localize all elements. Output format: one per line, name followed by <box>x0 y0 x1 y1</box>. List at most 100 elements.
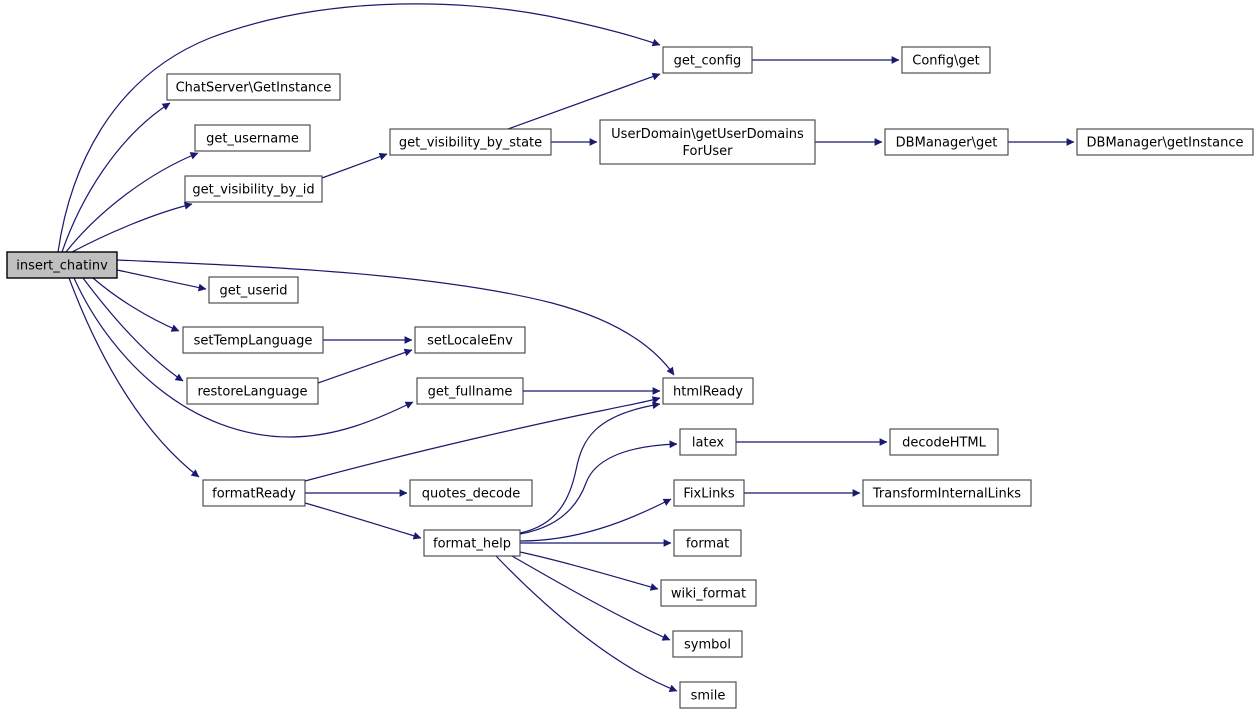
edge-insert_chatinv-to-htmlready <box>116 259 675 376</box>
node-box-formatready <box>202 479 306 507</box>
node-decodehtml[interactable]: decodeHTML <box>889 428 999 456</box>
node-config_get[interactable]: Config\get <box>901 46 991 74</box>
edge-get_visibility_by_id-to-get_visibility_by_state <box>321 152 388 179</box>
edge-format_help-to-symbol <box>511 555 671 641</box>
node-box-dbmanager_get <box>884 128 1009 156</box>
node-box-latex <box>679 428 737 456</box>
edge-insert_chatinv-to-get_fullname <box>73 277 414 438</box>
node-dbmanager_getinstance[interactable]: DBManager\getInstance <box>1076 128 1254 156</box>
node-label-format_help: format_help <box>433 537 511 552</box>
edge-format_help-to-latex <box>519 440 678 535</box>
node-settemplanguage[interactable]: setTempLanguage <box>182 326 324 354</box>
node-format[interactable]: format <box>673 529 742 557</box>
node-box-format_help <box>423 529 521 557</box>
node-dbmanager_get[interactable]: DBManager\get <box>884 128 1009 156</box>
edge-insert_chatinv-to-get_username <box>65 152 199 253</box>
node-label-restorelanguage: restoreLanguage <box>197 385 307 400</box>
node-label-formatready: formatReady <box>212 487 296 502</box>
node-label-chatserver_getinstance: ChatServer\GetInstance <box>176 81 332 96</box>
node-insert_chatinv[interactable]: insert_chatinv <box>6 251 118 279</box>
node-format_help[interactable]: format_help <box>423 529 521 557</box>
node-label-format: format <box>686 537 729 552</box>
node-label-quotes_decode: quotes_decode <box>422 487 520 502</box>
node-label-decodehtml: decodeHTML <box>902 436 987 451</box>
node-box-insert_chatinv <box>6 251 118 279</box>
node-box-get_username <box>194 124 311 152</box>
node-box-symbol <box>672 630 743 658</box>
node-box-restorelanguage <box>186 377 319 405</box>
node-label-dbmanager_getinstance: DBManager\getInstance <box>1087 136 1244 151</box>
node-label-get_config: get_config <box>674 54 742 69</box>
node-chatserver_getinstance[interactable]: ChatServer\GetInstance <box>166 73 341 101</box>
edge-formatready-to-format_help <box>304 502 422 540</box>
node-label-get_visibility_by_state: get_visibility_by_state <box>399 136 542 151</box>
node-label-config_get: Config\get <box>912 54 979 69</box>
node-box-decodehtml <box>889 428 999 456</box>
edge-get_visibility_by_state-to-get_config <box>507 72 661 130</box>
edge-format_help-to-fixlinks <box>519 498 672 542</box>
edge-format_help-to-smile <box>495 555 678 692</box>
node-box-fixlinks <box>673 479 745 507</box>
node-label-transforminternallinks: TransformInternalLinks <box>872 487 1021 502</box>
node-box-format <box>673 529 742 557</box>
node-formatready[interactable]: formatReady <box>202 479 306 507</box>
node-fixlinks[interactable]: FixLinks <box>673 479 745 507</box>
node-label-userdomain_getuserdomainsforuser-line0: UserDomain\getUserDomains <box>611 127 804 142</box>
node-get_visibility_by_id[interactable]: get_visibility_by_id <box>184 175 323 203</box>
node-quotes_decode[interactable]: quotes_decode <box>409 479 533 507</box>
edge-insert_chatinv-to-chatserver_getinstance <box>61 102 171 253</box>
node-latex[interactable]: latex <box>679 428 737 456</box>
edge-insert_chatinv-to-formatready <box>68 277 200 478</box>
node-get_username[interactable]: get_username <box>194 124 311 152</box>
edge-insert_chatinv-to-restorelanguage <box>82 277 184 382</box>
node-box-get_visibility_by_state <box>389 128 552 156</box>
node-box-wiki_format <box>660 579 757 607</box>
node-box-get_fullname <box>416 377 524 405</box>
node-label-dbmanager_get: DBManager\get <box>896 136 998 151</box>
node-wiki_format[interactable]: wiki_format <box>660 579 757 607</box>
node-label-get_userid: get_userid <box>219 284 287 299</box>
node-label-get_visibility_by_id: get_visibility_by_id <box>192 183 314 198</box>
edge-restorelanguage-to-setlocaleenv <box>317 348 413 384</box>
edge-insert_chatinv-to-get_config <box>57 3 661 253</box>
node-get_config[interactable]: get_config <box>662 46 753 74</box>
node-htmlready[interactable]: htmlReady <box>662 377 754 405</box>
node-label-latex: latex <box>692 436 724 451</box>
node-label-fixlinks: FixLinks <box>683 487 734 502</box>
node-symbol[interactable]: symbol <box>672 630 743 658</box>
node-smile[interactable]: smile <box>679 681 737 709</box>
node-label-insert_chatinv: insert_chatinv <box>16 259 108 274</box>
edge-insert_chatinv-to-get_visibility_by_id <box>71 202 193 253</box>
edge-insert_chatinv-to-settemplanguage <box>92 277 180 332</box>
edge-insert_chatinv-to-get_userid <box>116 269 207 292</box>
node-box-userdomain_getuserdomainsforuser <box>599 119 816 165</box>
node-box-quotes_decode <box>409 479 533 507</box>
node-box-config_get <box>901 46 991 74</box>
node-setlocaleenv[interactable]: setLocaleEnv <box>414 326 526 354</box>
node-box-setlocaleenv <box>414 326 526 354</box>
node-label-symbol: symbol <box>684 638 731 653</box>
edge-formatready-to-htmlready <box>304 396 661 482</box>
node-get_fullname[interactable]: get_fullname <box>416 377 524 405</box>
node-box-settemplanguage <box>182 326 324 354</box>
node-label-setlocaleenv: setLocaleEnv <box>427 334 513 349</box>
node-transforminternallinks[interactable]: TransformInternalLinks <box>862 479 1032 507</box>
node-label-userdomain_getuserdomainsforuser-line1: ForUser <box>683 144 734 159</box>
node-box-smile <box>679 681 737 709</box>
node-restorelanguage[interactable]: restoreLanguage <box>186 377 319 405</box>
edge-format_help-to-htmlready <box>519 401 661 534</box>
node-label-settemplanguage: setTempLanguage <box>194 334 313 349</box>
node-label-get_fullname: get_fullname <box>428 385 513 400</box>
node-get_visibility_by_state[interactable]: get_visibility_by_state <box>389 128 552 156</box>
node-get_userid[interactable]: get_userid <box>208 276 299 304</box>
node-box-get_visibility_by_id <box>184 175 323 203</box>
node-box-htmlready <box>662 377 754 405</box>
node-box-get_userid <box>208 276 299 304</box>
node-box-get_config <box>662 46 753 74</box>
node-box-transforminternallinks <box>862 479 1032 507</box>
node-box-dbmanager_getinstance <box>1076 128 1254 156</box>
node-label-wiki_format: wiki_format <box>671 587 746 602</box>
